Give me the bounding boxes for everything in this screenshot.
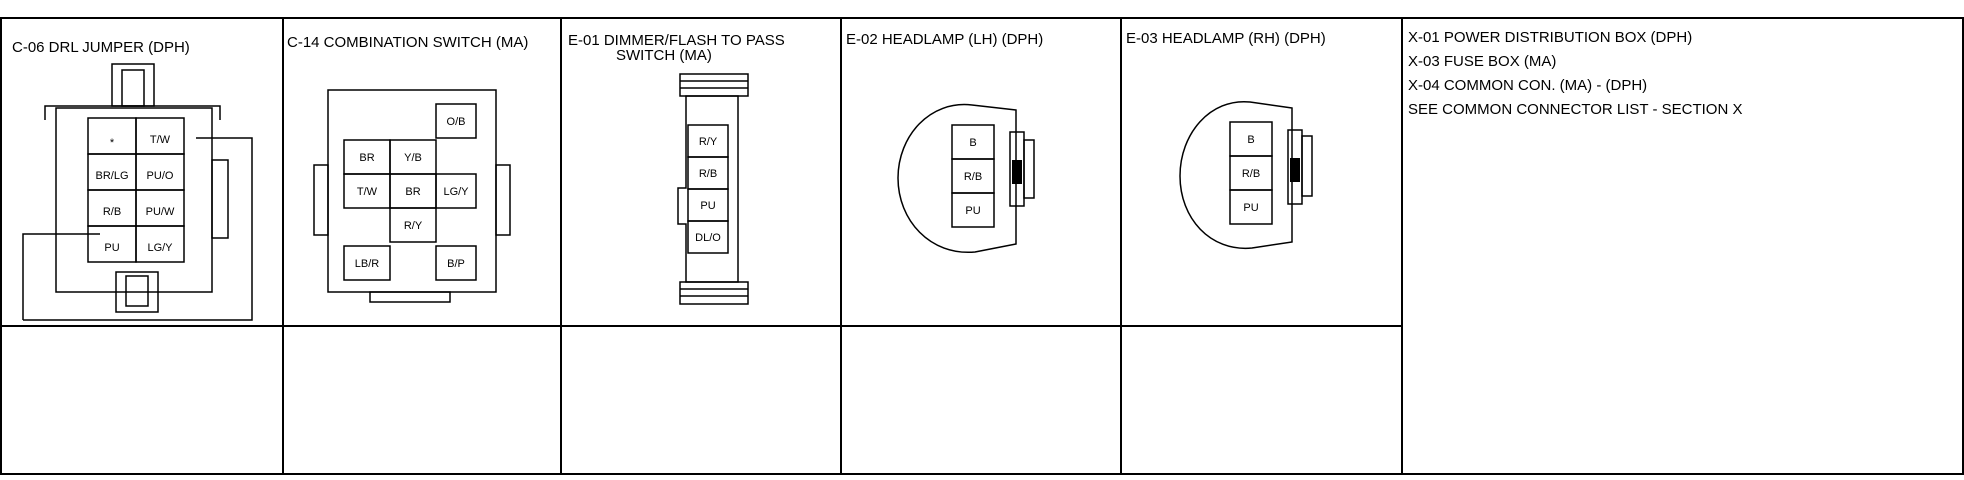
pin-label: Y/B [404, 152, 422, 164]
pin-label: PU/O [147, 170, 174, 182]
pin-label: PU [700, 200, 715, 212]
pin-cell [435, 245, 477, 281]
pin-label: R/B [1242, 168, 1260, 180]
lock-tab-fill [1012, 160, 1022, 184]
headlamp-body [897, 103, 1017, 253]
headlamp-body [1179, 101, 1293, 249]
pin-label: R/Y [404, 220, 423, 232]
pin-cell [687, 220, 729, 254]
side-tab-left [313, 164, 329, 236]
pin-cell [135, 225, 185, 263]
pin-label: R/B [699, 168, 717, 180]
pin-label: LG/Y [147, 242, 173, 254]
top-ribs [679, 73, 749, 97]
note-x03: X-03 FUSE BOX (MA) [1408, 53, 1556, 70]
note-x04: X-04 COMMON CON. (MA) - (DPH) [1408, 77, 1647, 94]
pin-label: PU/W [146, 206, 175, 218]
connector-e03: E-03 HEADLAMP (RH) (DPH) B R/B PU [1126, 30, 1326, 249]
connector-body [55, 107, 213, 293]
top-latch-inner [121, 69, 145, 107]
connector-c14: C-14 COMBINATION SWITCH (MA) O/B BR Y/B … [287, 34, 528, 303]
connector-e02-title: E-02 HEADLAMP (LH) (DPH) [846, 31, 1043, 48]
pin-label: LG/Y [443, 186, 469, 198]
side-tab-right [495, 164, 511, 236]
connector-c06-shape [22, 63, 253, 321]
pin-label: O/B [447, 116, 466, 128]
pin-cell [435, 103, 477, 139]
pin-label: B [969, 137, 976, 149]
pin-label: R/Y [699, 136, 718, 148]
connector-flange [44, 105, 221, 120]
jumper-wire [22, 137, 253, 321]
bottom-tab [369, 291, 451, 303]
bottom-latch [115, 271, 159, 313]
pin-label: R/B [964, 171, 982, 183]
pin-cell [951, 192, 995, 228]
pin-label: PU [104, 242, 119, 254]
bottom-latch-inner [125, 275, 149, 307]
bottom-ribs [679, 281, 749, 305]
pin-label: T/W [357, 186, 378, 198]
pin-label: BR [359, 152, 374, 164]
pin-label: BR/LG [95, 170, 128, 182]
connector-c14-pins: O/B BR Y/B T/W BR LG/Y R/Y LB/R B/P [343, 103, 477, 281]
connector-e01-shape [677, 73, 749, 305]
pin-label: B [1247, 134, 1254, 146]
lock-tab-outer [1023, 139, 1035, 199]
connector-c14-shape [313, 89, 511, 303]
connector-e01: E-01 DIMMER/FLASH TO PASS SWITCH (MA) R/… [568, 32, 785, 305]
pin-label: LB/R [355, 258, 380, 270]
pin-cell [435, 173, 477, 209]
pin-cell [389, 207, 437, 243]
connector-c14-title: C-14 COMBINATION SWITCH (MA) [287, 34, 528, 51]
connector-c06-title: C-06 DRL JUMPER (DPH) [12, 39, 190, 56]
pin-label: PU [1243, 202, 1258, 214]
pin-label: DL/O [695, 232, 721, 244]
pin-cell [343, 245, 391, 281]
pin-label: B/P [447, 258, 465, 270]
connector-c06-pins: * T/W BR/LG PU/O R/B PU/W PU LG/Y [87, 117, 185, 263]
pin-label: T/W [150, 134, 171, 146]
side-tab [211, 159, 229, 239]
connector-e02: E-02 HEADLAMP (LH) (DPH) B R/B PU [846, 31, 1043, 253]
connector-body [677, 95, 739, 283]
note-common-list: SEE COMMON CONNECTOR LIST - SECTION X [1408, 101, 1742, 118]
lock-tab-fill [1290, 158, 1300, 182]
grid-frame [0, 17, 1964, 475]
connector-e02-pins: B R/B PU [951, 124, 995, 228]
connector-e03-shape [1179, 101, 1313, 249]
connector-e01-title-line2: SWITCH (MA) [616, 47, 712, 64]
pin-label: BR [405, 186, 420, 198]
lock-tab-outer [1301, 135, 1313, 197]
pin-label: PU [965, 205, 980, 217]
connector-e02-shape [897, 103, 1035, 253]
note-x01: X-01 POWER DISTRIBUTION BOX (DPH) [1408, 29, 1692, 46]
connector-e01-pins: R/Y R/B PU DL/O [687, 124, 729, 254]
connector-e03-title: E-03 HEADLAMP (RH) (DPH) [1126, 30, 1326, 47]
pin-cell [1229, 189, 1273, 225]
pin-label: R/B [103, 206, 121, 218]
connector-c06: C-06 DRL JUMPER (DPH) * T/W BR/LG PU/O R… [12, 39, 253, 321]
notes-panel: X-01 POWER DISTRIBUTION BOX (DPH) X-03 F… [1408, 29, 1742, 118]
connector-e01-title-line1: E-01 DIMMER/FLASH TO PASS [568, 32, 785, 49]
connector-e03-pins: B R/B PU [1229, 121, 1273, 225]
pin-label: * [110, 137, 115, 149]
